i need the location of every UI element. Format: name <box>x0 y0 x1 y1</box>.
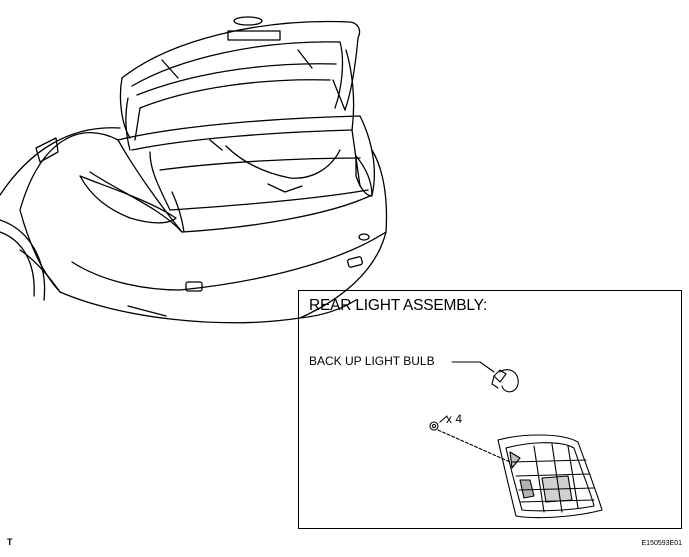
screw-nut-icon <box>429 415 448 431</box>
callout-title: REAR LIGHT ASSEMBLY: <box>309 297 488 314</box>
bulb-leader-line-end <box>479 361 495 373</box>
car-rear-illustration <box>0 16 388 324</box>
screw-leader-dashed <box>437 429 511 463</box>
wedge-bulb-icon <box>491 369 519 393</box>
rear-light-assembly-callout: REAR LIGHT ASSEMBLY: BACK UP LIGHT BULB … <box>298 290 682 529</box>
figure-id: E150593E01 <box>641 540 682 547</box>
rear-light-lens-illustration <box>497 434 603 519</box>
screw-quantity-label: x 4 <box>446 412 463 426</box>
back-up-light-bulb-label: BACK UP LIGHT BULB <box>309 354 435 368</box>
corner-mark: T <box>7 537 13 547</box>
